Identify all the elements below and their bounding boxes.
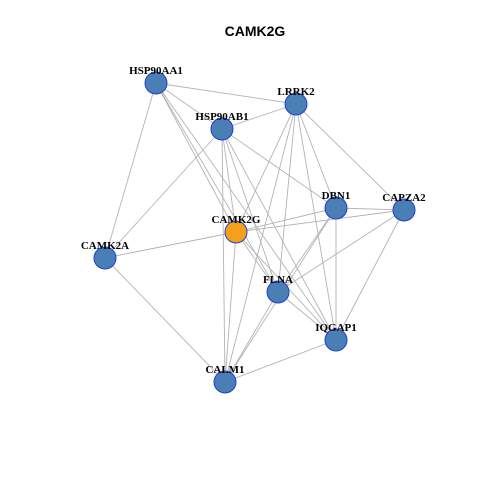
node-dbn1[interactable]: DBN1 [322,190,351,220]
edge-camk2g-calm1 [224,231,237,383]
edge-camk2g-flna [235,231,279,293]
edge-hsp90aa1-camk2a [104,82,157,259]
node-circle-iqgap1[interactable] [324,328,348,352]
node-circle-camk2a[interactable] [93,246,117,270]
node-lrrk2[interactable]: LRRK2 [277,86,315,116]
edges-layer [104,82,405,383]
edge-hsp90aa1-flna [155,82,279,293]
edge-flna-iqgap1 [277,291,337,341]
edge-hsp90ab1-iqgap1 [221,128,337,341]
node-label-capza2: CAPZA2 [382,192,426,204]
node-circle-hsp90ab1[interactable] [210,117,234,141]
node-flna[interactable]: FLNA [263,274,293,304]
node-camk2g[interactable]: CAMK2G [212,214,261,244]
node-hsp90aa1[interactable]: HSP90AA1 [129,65,183,95]
node-label-lrrk2: LRRK2 [277,86,315,98]
edge-hsp90ab1-camk2g [221,128,237,233]
node-camk2a[interactable]: CAMK2A [81,240,129,270]
edge-capza2-flna [277,209,405,293]
edge-dbn1-camk2g [235,207,337,233]
node-label-calm1: CALM1 [205,364,244,376]
node-label-hsp90ab1: HSP90AB1 [195,111,248,123]
edge-camk2g-camk2a [104,231,237,259]
edge-lrrk2-dbn1 [295,103,337,209]
node-circle-capza2[interactable] [392,198,416,222]
node-circle-flna[interactable] [266,280,290,304]
node-circle-hsp90aa1[interactable] [144,71,168,95]
node-label-dbn1: DBN1 [322,190,351,202]
edge-lrrk2-calm1 [224,103,297,383]
edge-flna-calm1 [224,291,279,383]
node-circle-lrrk2[interactable] [284,92,308,116]
edge-hsp90aa1-hsp90ab1 [155,82,223,130]
edge-lrrk2-hsp90ab1 [221,103,297,130]
node-circle-calm1[interactable] [213,370,237,394]
node-label-camk2g: CAMK2G [212,214,261,226]
edge-capza2-iqgap1 [335,209,405,341]
node-hsp90ab1[interactable]: HSP90AB1 [195,111,249,141]
edge-lrrk2-camk2g [235,103,297,233]
node-label-hsp90aa1: HSP90AA1 [129,65,183,77]
node-capza2[interactable]: CAPZA2 [382,192,426,222]
graph-title: CAMK2G [225,23,286,39]
node-label-flna: FLNA [263,274,293,286]
edge-capza2-camk2g [235,209,405,233]
edge-iqgap1-calm1 [224,339,337,383]
edge-lrrk2-capza2 [295,103,405,211]
edge-dbn1-flna [277,207,337,293]
node-label-camk2a: CAMK2A [81,240,129,252]
edge-hsp90ab1-dbn1 [221,128,337,209]
edge-camk2a-calm1 [104,257,226,383]
edge-hsp90aa1-lrrk2 [155,82,297,105]
node-calm1[interactable]: CALM1 [205,364,245,394]
node-circle-dbn1[interactable] [324,196,348,220]
node-label-iqgap1: IQGAP1 [315,322,357,334]
edge-lrrk2-iqgap1 [295,103,337,341]
node-iqgap1[interactable]: IQGAP1 [315,322,357,352]
edge-hsp90ab1-camk2a [104,128,223,259]
node-circle-camk2g[interactable] [224,220,248,244]
edge-hsp90ab1-flna [221,128,279,293]
edge-lrrk2-flna [277,103,297,293]
edge-hsp90ab1-calm1 [221,128,226,383]
